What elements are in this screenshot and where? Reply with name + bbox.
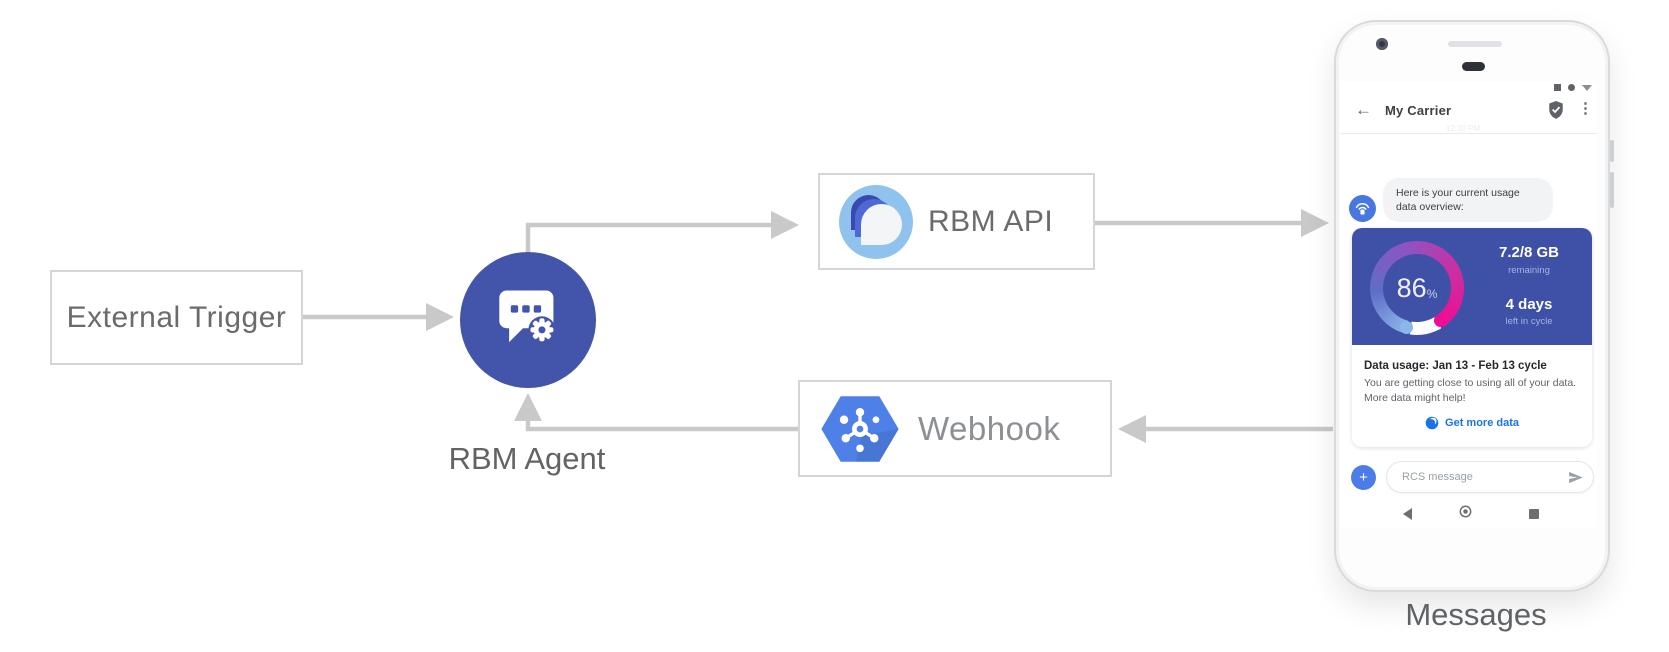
verified-badge-icon [1549, 101, 1563, 119]
nav-back-button[interactable] [1403, 508, 1412, 520]
days-left-label: left in cycle [1505, 316, 1553, 327]
usage-warning-line1: You are getting close to using all of yo… [1364, 377, 1577, 389]
rbm-api-label: RBM API [928, 204, 1054, 238]
conversation-title: My Carrier [1385, 103, 1452, 118]
arrowhead-to-webhook [1118, 415, 1146, 443]
arrow-webhook-to-agent-line [525, 421, 798, 432]
nav-home-button[interactable] [1459, 505, 1472, 518]
usage-donut-gauge: 86 % [1370, 241, 1464, 335]
gauge-start-cap [1400, 321, 1413, 334]
nav-recents-button[interactable] [1529, 509, 1539, 519]
data-remaining-value: 7.2/8 GB [1498, 244, 1560, 261]
rbm-agent-label: RBM Agent [448, 441, 606, 476]
rbm-api-logo-icon [839, 184, 913, 259]
antenna-icon [1355, 203, 1370, 215]
usage-warning-line2: More data might help! [1364, 392, 1466, 404]
phone-mockup: ← My Carrier ⋮ 12:30 PM Here is your cur… [1334, 20, 1614, 592]
usage-cycle-title: Data usage: Jan 13 - Feb 13 cycle [1364, 360, 1547, 372]
status-triangle-icon [1582, 84, 1592, 91]
usage-card-body: Data usage: Jan 13 - Feb 13 cycle You ar… [1352, 345, 1592, 430]
get-more-data-label: Get more data [1445, 417, 1519, 429]
earpiece [1462, 62, 1485, 71]
arrowhead-to-phone [1301, 209, 1329, 237]
phone-power-button [1610, 172, 1614, 208]
status-square-icon [1554, 84, 1561, 91]
webhook-node: Webhook [798, 380, 1112, 477]
usage-stats: 7.2/8 GB remaining 4 days left in cycle [1470, 228, 1588, 345]
overflow-menu-icon[interactable]: ⋮ [1578, 100, 1593, 117]
agent-message-line1: Here is your current usage [1396, 187, 1520, 199]
arrowhead-to-agent [426, 303, 454, 331]
agent-avatar [1349, 195, 1376, 222]
android-navbar [1341, 502, 1597, 527]
globe-icon [1425, 416, 1439, 430]
gauge-percent-sign: % [1426, 286, 1438, 301]
arrow-agent-to-api-line [525, 222, 771, 252]
attach-plus-button[interactable]: + [1351, 465, 1376, 490]
webhook-label: Webhook [918, 409, 1061, 447]
get-more-data-button[interactable]: Get more data [1364, 416, 1580, 430]
data-remaining-label: remaining [1508, 264, 1550, 276]
send-icon[interactable] [1567, 469, 1584, 486]
gauge-center: 86 % [1383, 254, 1451, 322]
agent-message-bubble: Here is your current usage data overview… [1383, 178, 1553, 222]
gauge-percent-value: 86 [1396, 272, 1427, 303]
arrowhead-to-api [771, 211, 799, 239]
usage-summary-panel: 86 % 7.2/8 GB remaining 4 days left in c… [1352, 228, 1592, 345]
chat-bubble-gear-icon [499, 290, 556, 344]
external-trigger-label: External Trigger [66, 300, 287, 334]
phone-volume-button [1610, 140, 1614, 162]
phone-screen: ← My Carrier ⋮ 12:30 PM Here is your cur… [1341, 82, 1597, 527]
message-composer [1386, 461, 1594, 493]
back-arrow-icon[interactable]: ← [1355, 100, 1372, 119]
arrowhead-to-agent-return [514, 393, 542, 421]
external-trigger-node: External Trigger [50, 270, 303, 365]
status-circle-icon [1568, 84, 1575, 91]
messages-app-label: Messages [1405, 597, 1547, 632]
gauge-end-cap [1434, 314, 1447, 327]
rbm-api-node: RBM API [818, 173, 1095, 270]
rbm-agent-node [460, 252, 596, 388]
data-usage-rich-card: 86 % 7.2/8 GB remaining 4 days left in c… [1352, 228, 1592, 447]
faint-timestamp: 12:30 PM [1445, 124, 1481, 133]
agent-message-line2: data overview: [1396, 201, 1464, 213]
rcs-message-input[interactable] [1400, 470, 1567, 484]
days-left-value: 4 days [1505, 295, 1553, 313]
status-icons [1554, 84, 1592, 91]
front-camera [1376, 38, 1388, 50]
cloud-hexagon-hub-icon [821, 395, 899, 462]
speaker-grille [1448, 41, 1502, 47]
header-divider [1341, 133, 1597, 134]
